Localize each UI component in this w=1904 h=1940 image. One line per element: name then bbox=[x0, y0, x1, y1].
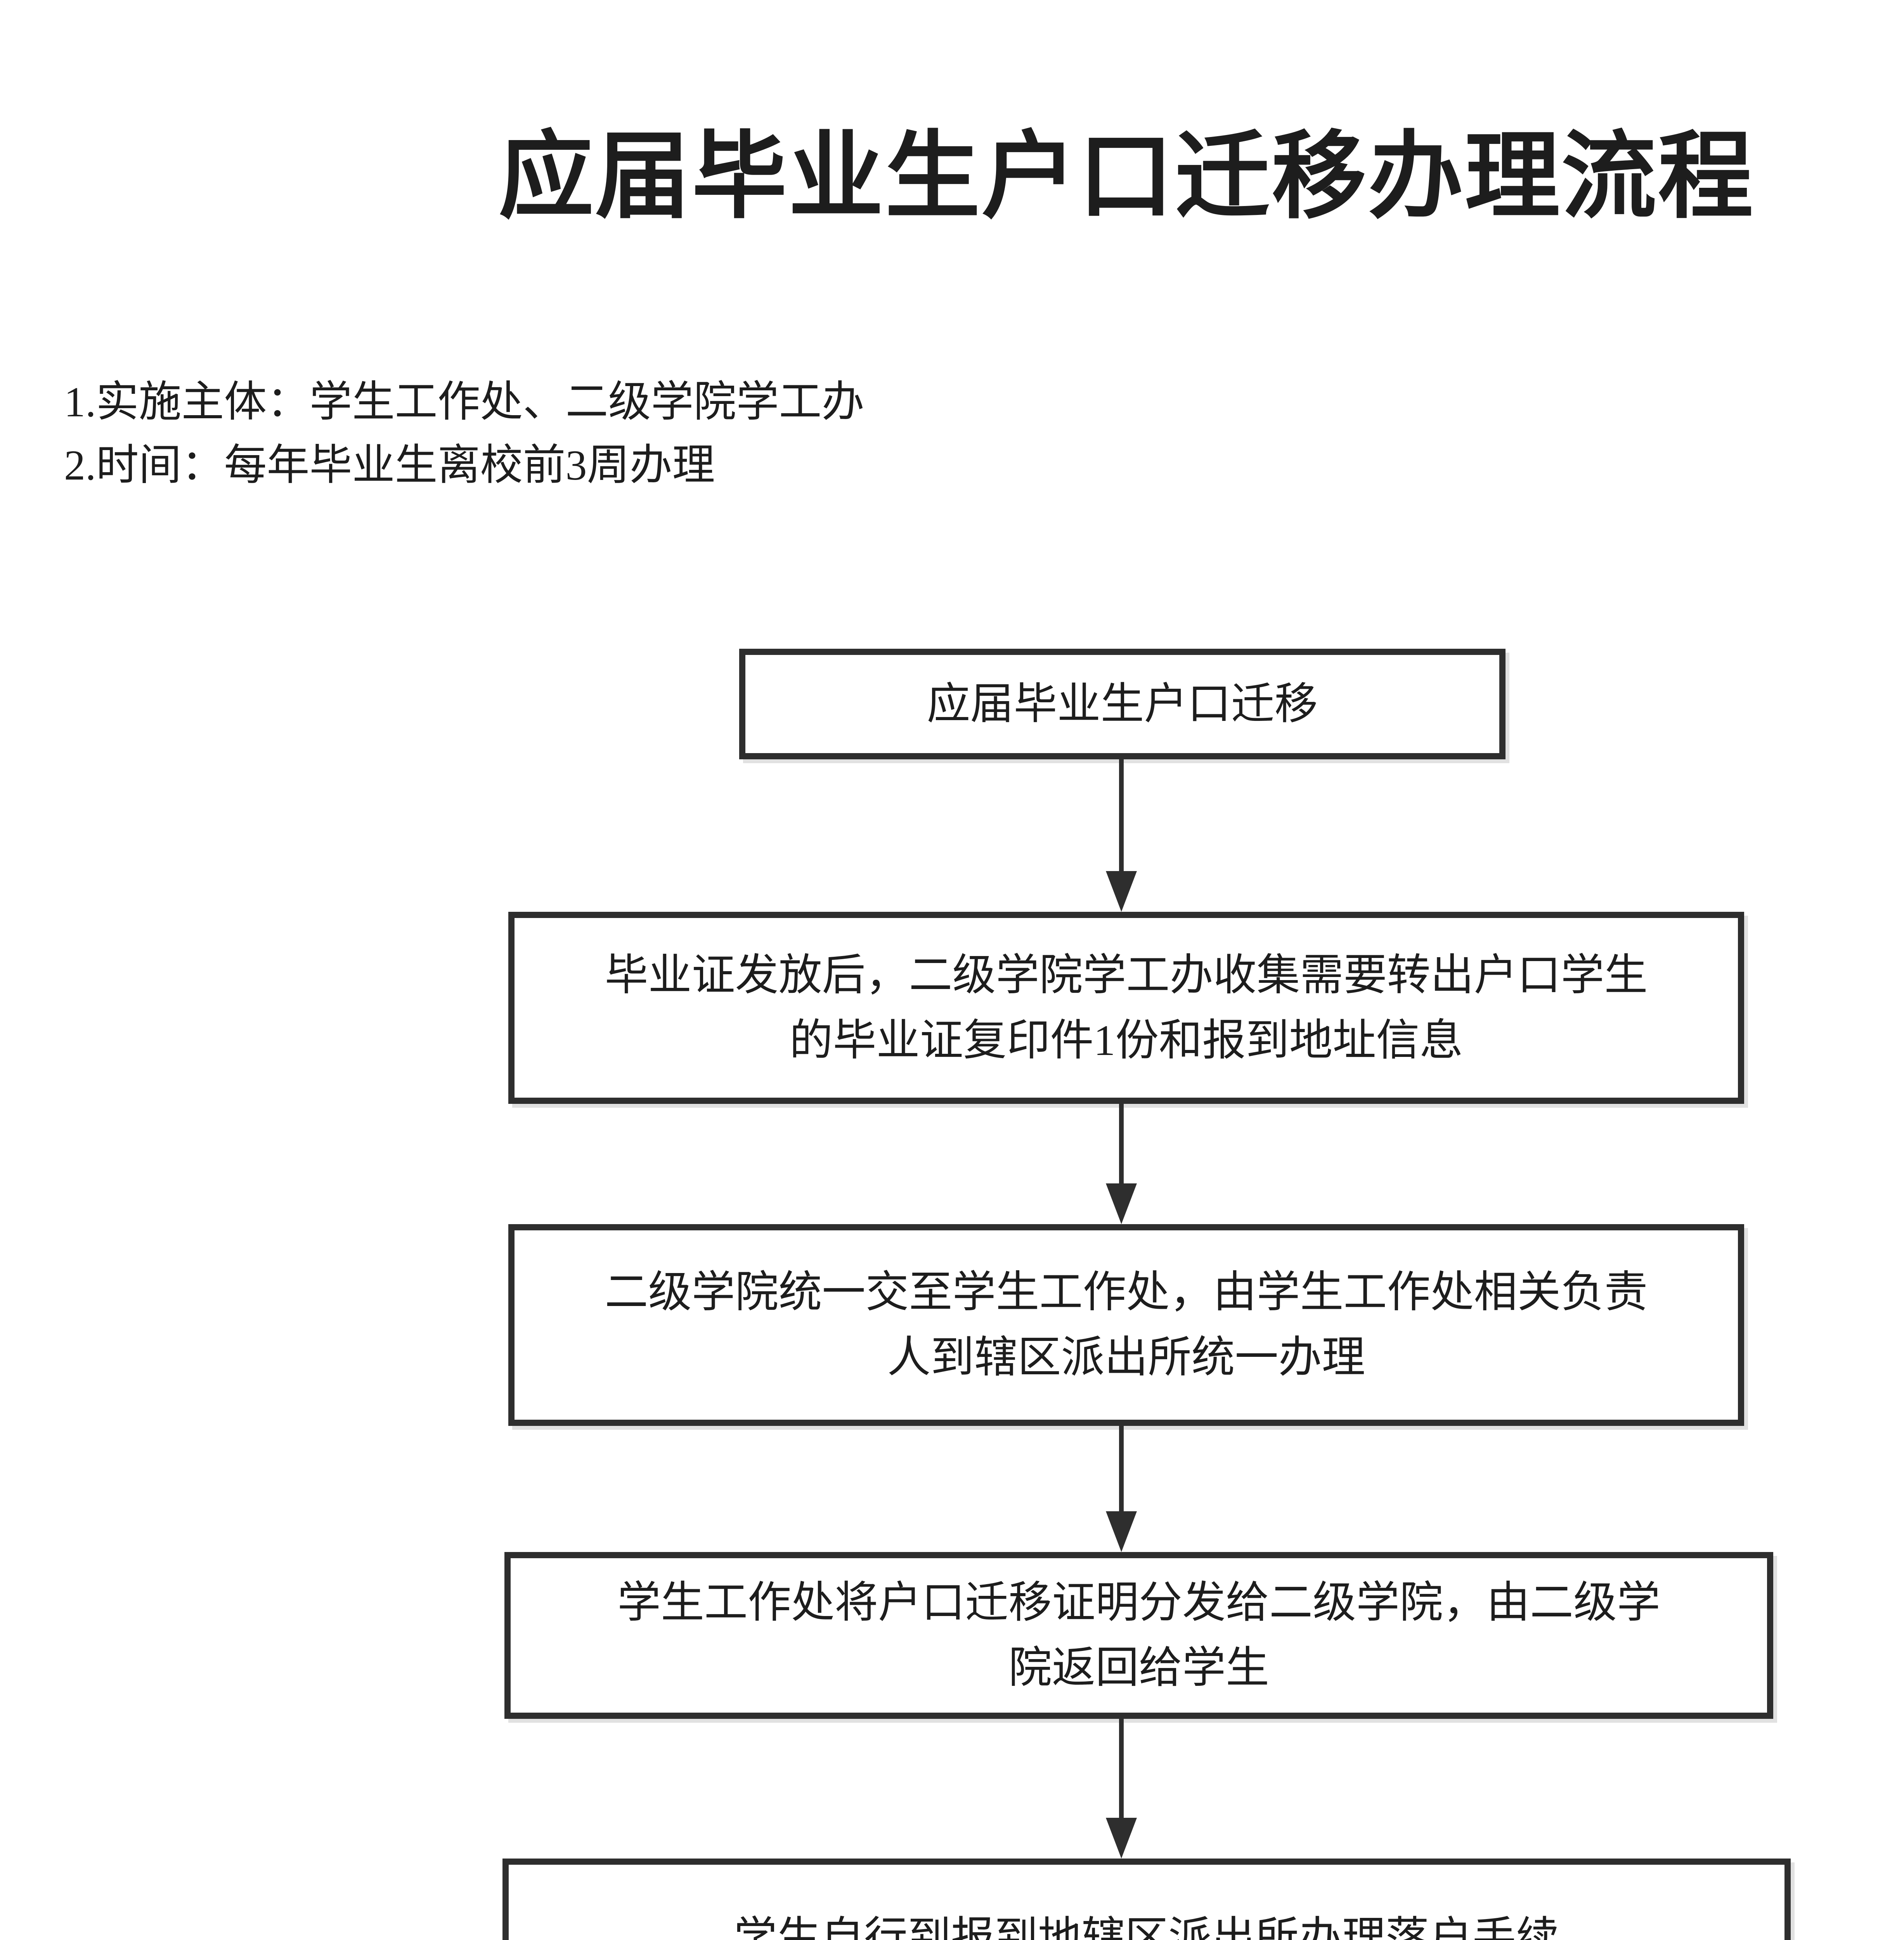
arrow-down-icon bbox=[1106, 1511, 1137, 1552]
flow-node-submit-to-student-affairs-text-line1: 二级学院统一交至学生工作处，由学生工作处相关负责 bbox=[605, 1268, 1648, 1316]
flow-node-student-settle-text: 学生自行到报到地辖区派出所办理落户手续 bbox=[734, 1914, 1559, 1940]
flow-arrow-line-4 bbox=[1119, 1719, 1124, 1821]
arrow-down-icon bbox=[1106, 1183, 1137, 1224]
flow-node-distribute-certificates: 学生工作处将户口迁移证明分发给二级学院，由二级学 院返回给学生 bbox=[504, 1552, 1773, 1719]
flow-node-collect-documents-text-line1: 毕业证发放后，二级学院学工办收集需要转出户口学生 bbox=[605, 951, 1648, 999]
arrow-down-icon bbox=[1106, 871, 1137, 912]
arrow-down-icon bbox=[1106, 1818, 1137, 1859]
note-implementing-body: 1.实施主体：学生工作处、二级学院学工办 bbox=[64, 378, 865, 426]
flow-arrow-line-2 bbox=[1119, 1104, 1124, 1187]
flow-node-distribute-certificates-text-line1: 学生工作处将户口迁移证明分发给二级学院，由二级学 bbox=[617, 1579, 1660, 1627]
intro-notes: 1.实施主体：学生工作处、二级学院学工办 2.时间：每年毕业生离校前3周办理 bbox=[64, 371, 865, 497]
flow-node-collect-documents-text-line2: 的毕业证复印件1份和报到地址信息 bbox=[789, 1016, 1463, 1065]
flow-arrow-line-3 bbox=[1119, 1426, 1124, 1514]
flow-node-student-settle: 学生自行到报到地辖区派出所办理落户手续 bbox=[502, 1859, 1791, 1940]
flow-node-submit-to-student-affairs-text-line2: 人到辖区派出所统一办理 bbox=[887, 1334, 1365, 1382]
flow-node-start-text: 应届毕业生户口迁移 bbox=[927, 680, 1318, 728]
note-time: 2.时间：每年毕业生离校前3周办理 bbox=[64, 441, 715, 489]
flow-node-collect-documents: 毕业证发放后，二级学院学工办收集需要转出户口学生 的毕业证复印件1份和报到地址信… bbox=[508, 912, 1744, 1104]
flow-node-submit-to-student-affairs: 二级学院统一交至学生工作处，由学生工作处相关负责 人到辖区派出所统一办理 bbox=[508, 1224, 1744, 1426]
flow-arrow-line-1 bbox=[1119, 759, 1124, 874]
flow-node-distribute-certificates-text-line2: 院返回给学生 bbox=[1008, 1644, 1269, 1692]
page-title: 应届毕业生户口迁移办理流程 bbox=[499, 125, 1755, 230]
flow-node-start: 应届毕业生户口迁移 bbox=[739, 649, 1506, 759]
